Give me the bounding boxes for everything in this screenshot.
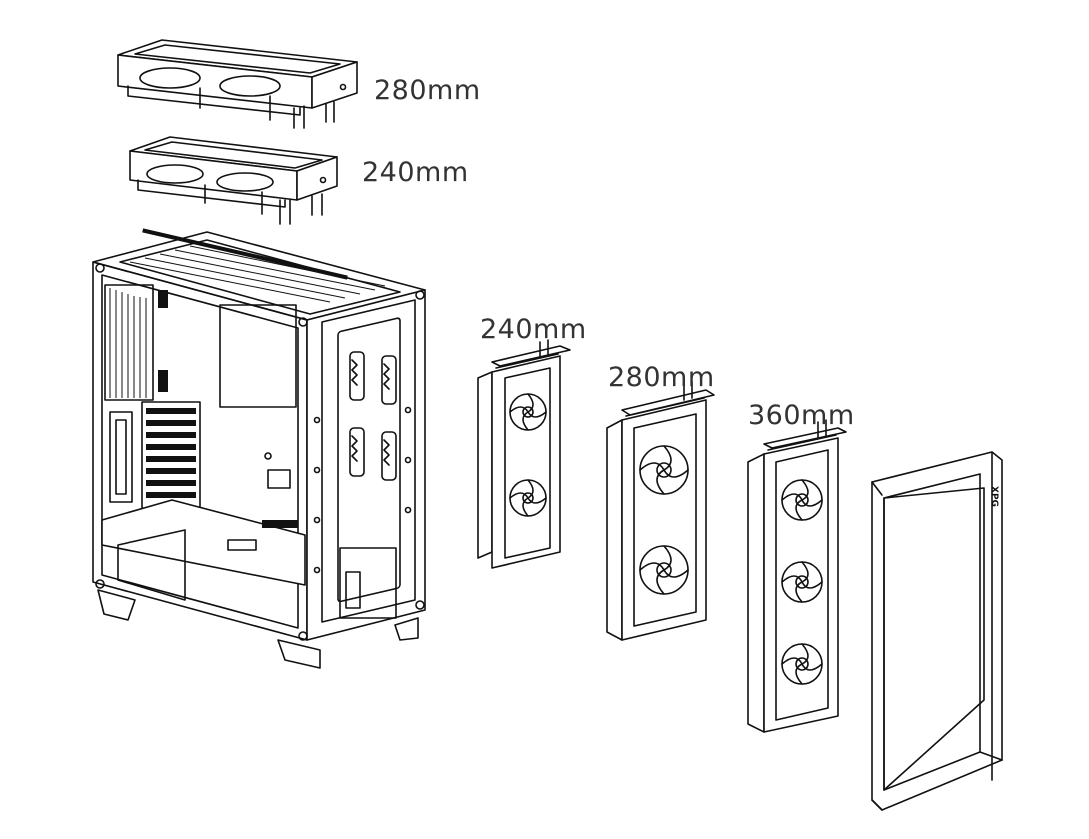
top-radiator-280 <box>117 39 358 129</box>
pcie-slots <box>141 401 201 511</box>
xpg-logo: XPG <box>989 486 999 507</box>
rear-mesh <box>104 284 154 401</box>
front-radiator-240 <box>477 339 571 569</box>
pc-case <box>92 228 426 669</box>
top-radiator-240 <box>129 136 338 225</box>
front-glass-panel <box>871 451 1003 811</box>
label-front-240mm: 240mm <box>480 314 587 345</box>
top-mesh <box>129 228 386 303</box>
front-radiator-280 <box>606 381 715 641</box>
front-radiator-360 <box>747 419 847 733</box>
label-top-240mm: 240mm <box>362 157 469 188</box>
label-front-280mm: 280mm <box>608 362 715 393</box>
label-top-280mm: 280mm <box>374 75 481 106</box>
label-front-360mm: 360mm <box>748 400 855 431</box>
